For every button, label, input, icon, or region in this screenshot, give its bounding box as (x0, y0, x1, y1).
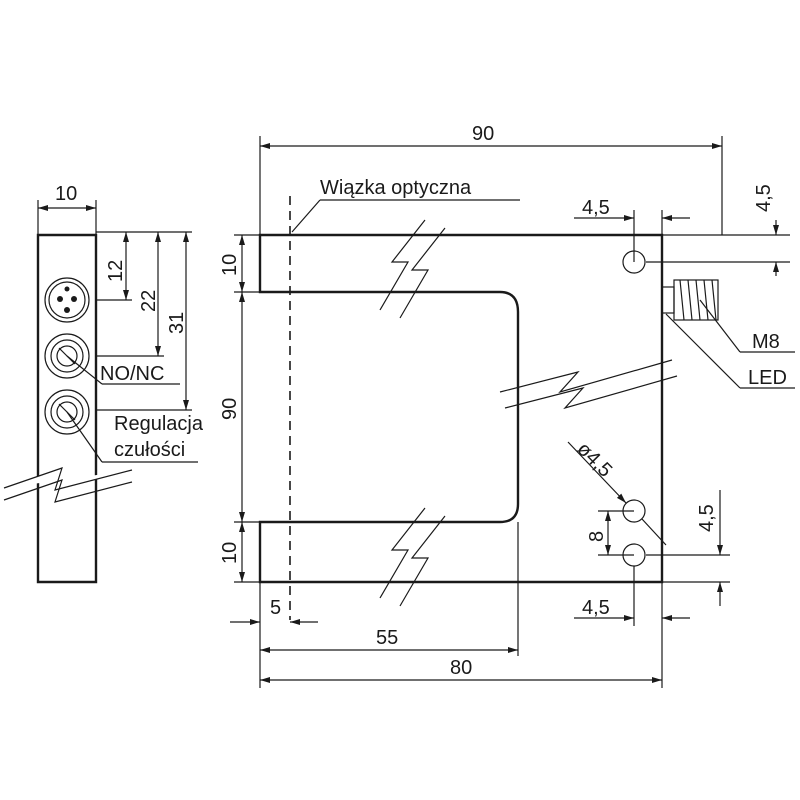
no-nc-switch-icon (44, 333, 90, 379)
left-dim-10-top: 10 (219, 254, 241, 276)
break-line-bottom-arm (379, 507, 426, 599)
top-hole-dim-v: 4,5 (753, 184, 775, 212)
break-line-body (499, 359, 673, 394)
left-dim-90: 90 (219, 398, 241, 420)
hole-diameter-dim: ø4,5 (572, 438, 616, 482)
optical-beam-label: Wiązka optyczna (320, 177, 472, 199)
top-hole-dim-h: 4,5 (582, 197, 610, 219)
side-break-line (3, 467, 133, 491)
no-nc-label: NO/NC (100, 363, 164, 385)
front-body-outline (258, 233, 664, 584)
m8-label: M8 (752, 331, 780, 353)
m8-connector-face-icon (44, 277, 90, 323)
side-dim-22: 22 (138, 290, 160, 312)
front-view: Wiązka optyczna M8 LED 90 (219, 123, 795, 688)
bottom-hole-dim-h: 4,5 (582, 597, 610, 619)
bottom-hole-dim-v: 4,5 (696, 504, 718, 532)
bottom-dim-55: 55 (376, 627, 398, 649)
hole-spacing-dim: 8 (586, 531, 608, 542)
bottom-dim-80: 80 (450, 657, 472, 679)
side-dim-31: 31 (166, 312, 188, 334)
side-view: NO/NC Regulacja czułości 10 12 22 31 (3, 183, 204, 584)
top-width-dim: 90 (472, 123, 494, 145)
side-dim-12: 12 (105, 260, 127, 282)
m8-connector-icon (661, 279, 719, 321)
break-line-top-arm (379, 219, 426, 311)
side-body-outline (36, 233, 98, 584)
sensitivity-label-line2: czułości (114, 439, 185, 461)
sensitivity-label-line1: Regulacja (114, 413, 204, 435)
bottom-dim-5: 5 (270, 597, 281, 619)
led-label: LED (748, 367, 787, 389)
left-dim-10-bottom: 10 (219, 542, 241, 564)
side-width-dim: 10 (55, 183, 77, 205)
